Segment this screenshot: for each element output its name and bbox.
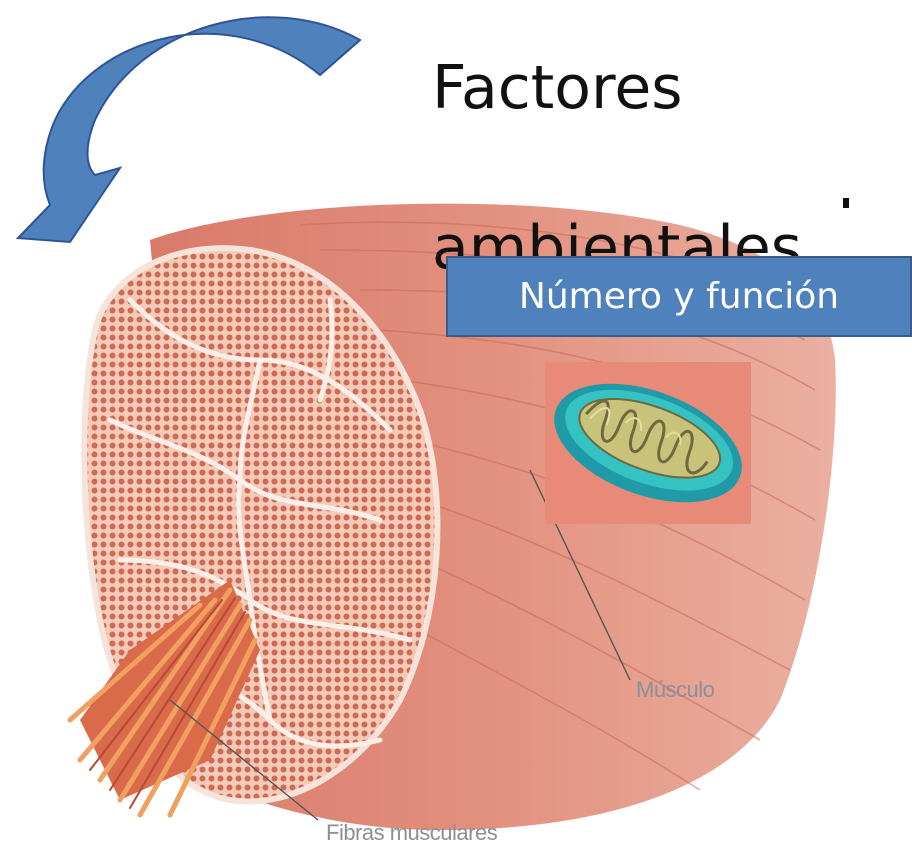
caption-musculo: Músculo <box>636 677 714 703</box>
title-line-1: Factores <box>432 48 902 128</box>
mitochondrion-panel <box>545 362 751 524</box>
bullet-dot <box>843 198 849 208</box>
curved-arrow-icon <box>0 0 380 250</box>
numero-funcion-box: Número y función <box>446 256 912 337</box>
caption-fibras-musculares: Fibras musculares <box>326 820 497 846</box>
numero-funcion-label: Número y función <box>519 276 839 317</box>
mitochondrion-icon <box>545 362 751 524</box>
